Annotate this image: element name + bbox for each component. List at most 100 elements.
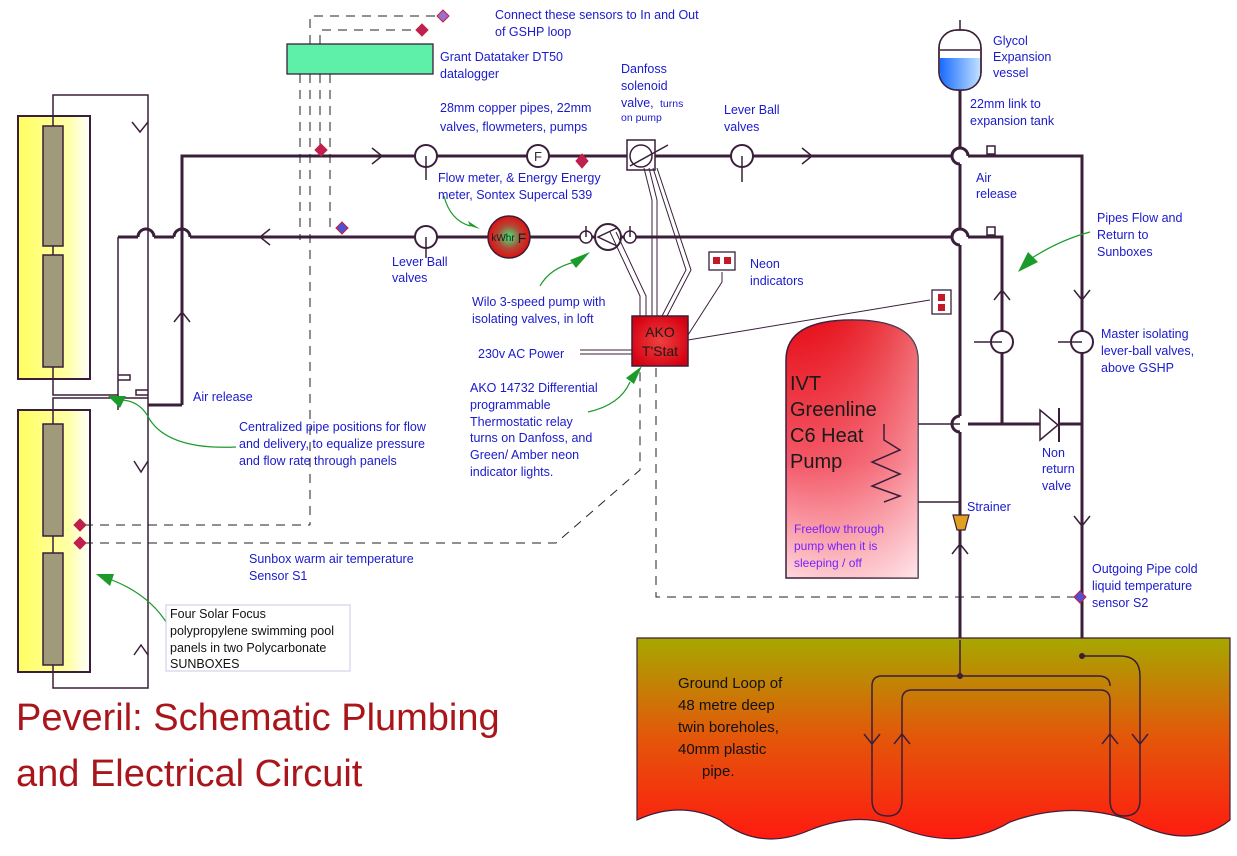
neon-label-1: Neon xyxy=(750,257,780,271)
glycol-expansion-vessel xyxy=(938,20,982,91)
ako-box-line1: AKO xyxy=(645,324,675,340)
master-valve-right xyxy=(1058,330,1094,354)
master-label-1: Master isolating xyxy=(1101,327,1189,341)
glycol-label-3: vessel xyxy=(993,66,1028,80)
neon-indicator-1 xyxy=(708,251,736,271)
glycol-label-1: Glycol xyxy=(993,34,1028,48)
pipes-flow-label-2: Return to xyxy=(1097,228,1148,242)
freeflow-label-3: sleeping / off xyxy=(794,556,862,570)
labels: Connect these sensors to In and Out of G… xyxy=(193,8,1198,610)
outgoing-label-2: liquid temperature xyxy=(1092,579,1192,593)
annotation-leaders xyxy=(96,195,1091,626)
danfoss-label-3: valve, xyxy=(621,96,654,110)
return-pipe xyxy=(118,227,1004,424)
ako-label-2: programmable xyxy=(470,398,551,412)
lever-top-label-1: Lever Ball xyxy=(724,103,780,117)
ground-label-5: pipe. xyxy=(702,763,735,780)
lever-bottom-label-1: Lever Ball xyxy=(392,255,448,269)
ako-label-5: Green/ Amber neon xyxy=(470,448,579,462)
outgoing-label-3: sensor S2 xyxy=(1092,596,1148,610)
connect-sensors-label-1: Connect these sensors to In and Out xyxy=(495,8,699,22)
master-label-3: above GSHP xyxy=(1101,361,1174,375)
sunbox-feed-pipes xyxy=(118,374,182,407)
wilo-pump xyxy=(579,223,637,251)
flowmeter-label-2: meter, Sontex Supercal 539 xyxy=(438,188,592,202)
pipe-flow-arrows xyxy=(173,147,1091,555)
freeflow-label-2: pump when it is xyxy=(794,539,877,553)
ako-label-6: indicator lights. xyxy=(470,465,553,479)
ako-thermostat: AKO T'Stat xyxy=(631,315,689,367)
air-release-top-label-1: Air xyxy=(976,171,991,185)
ivt-label-2: Greenline xyxy=(790,399,877,421)
lever-valve-top-1 xyxy=(414,144,438,180)
neon-indicator-2 xyxy=(931,289,952,315)
ako-label-1: AKO 14732 Differential xyxy=(470,381,598,395)
temperature-sensors xyxy=(73,9,1087,604)
link-label-1: 22mm link to xyxy=(970,97,1041,111)
air-release-valves xyxy=(986,145,996,236)
four-solar-label-2: polypropylene swimming pool xyxy=(170,624,334,638)
kwhr-label: kWhr xyxy=(491,233,515,244)
ground-loop xyxy=(636,637,1231,840)
danfoss-label-3b: turns xyxy=(660,98,683,110)
non-return-label-3: valve xyxy=(1042,479,1071,493)
master-valve-left xyxy=(974,330,1014,354)
ground-label-1: Ground Loop of xyxy=(678,675,783,692)
sunbox-upper xyxy=(17,115,91,380)
danfoss-label-1: Danfoss xyxy=(621,62,667,76)
pipes-flow-label-3: Sunboxes xyxy=(1097,245,1153,259)
danfoss-label-2: solenoid xyxy=(621,79,668,93)
sunbox-sensor-label-1: Sunbox warm air temperature xyxy=(249,552,414,566)
datalogger-label-1: Grant Datataker DT50 xyxy=(440,50,563,64)
pipes-flow-label-1: Pipes Flow and xyxy=(1097,211,1183,225)
copper-label-1: 28mm copper pipes, 22mm xyxy=(440,101,591,115)
strainer-label: Strainer xyxy=(967,500,1011,514)
solar-panels-note: Four Solar Focus polypropylene swimming … xyxy=(165,604,351,672)
energy-meter: kWhr F xyxy=(487,215,531,259)
datalogger-label-2: datalogger xyxy=(440,67,499,81)
wilo-label-1: Wilo 3-speed pump with xyxy=(472,295,605,309)
ivt-label-4: Pump xyxy=(790,451,842,473)
central-label-2: and delivery, to equalize pressure xyxy=(239,437,425,451)
danfoss-solenoid xyxy=(626,139,669,171)
ako-label-3: Thermostatic relay xyxy=(470,415,574,429)
diagram-title: Peveril: Schematic Plumbing and Electric… xyxy=(16,697,500,795)
link-label-2: expansion tank xyxy=(970,114,1055,128)
neon-label-2: indicators xyxy=(750,274,804,288)
outgoing-label-1: Outgoing Pipe cold xyxy=(1092,562,1198,576)
title-line-1: Peveril: Schematic Plumbing xyxy=(16,697,500,739)
danfoss-label-4: on pump xyxy=(621,112,662,124)
master-label-2: lever-ball valves, xyxy=(1101,344,1194,358)
ivt-label-3: C6 Heat xyxy=(790,425,864,447)
ground-label-4: 40mm plastic xyxy=(678,741,767,758)
sunbox-piping xyxy=(52,94,149,689)
lever-top-label-2: valves xyxy=(724,120,759,134)
non-return-label-1: Non xyxy=(1042,446,1065,460)
strainer xyxy=(952,514,970,531)
ground-label-2: 48 metre deep xyxy=(678,697,775,714)
ivt-label-1: IVT xyxy=(790,373,821,395)
sensor-wiring xyxy=(84,15,1076,598)
sunbox-sensor-label-2: Sensor S1 xyxy=(249,569,307,583)
heat-pump-unit xyxy=(785,319,919,579)
flow-meter-f: F xyxy=(526,144,550,168)
wilo-label-2: isolating valves, in loft xyxy=(472,312,594,326)
kwhr-f: F xyxy=(518,230,527,246)
ground-loop-label: Ground Loop of 48 metre deep twin boreho… xyxy=(678,675,783,780)
central-label-1: Centralized pipe positions for flow xyxy=(239,420,427,434)
four-solar-label-1: Four Solar Focus xyxy=(170,607,266,621)
vertical-expansion-line xyxy=(950,90,962,655)
power-label: 230v AC Power xyxy=(478,347,564,361)
flow-pipe-top xyxy=(180,146,1084,655)
ako-label-4: turns on Danfoss, and xyxy=(470,431,592,445)
central-label-3: and flow rate through panels xyxy=(239,454,397,468)
four-solar-label-3: panels in two Polycarbonate xyxy=(170,641,326,655)
connect-sensors-label-2: of GSHP loop xyxy=(495,25,571,39)
non-return-valve xyxy=(1039,408,1060,442)
lever-bottom-label-2: valves xyxy=(392,271,427,285)
flowmeter-symbol: F xyxy=(534,149,542,164)
sunbox-flow-arrows xyxy=(131,121,149,656)
ako-box-line2: T'Stat xyxy=(642,343,678,359)
